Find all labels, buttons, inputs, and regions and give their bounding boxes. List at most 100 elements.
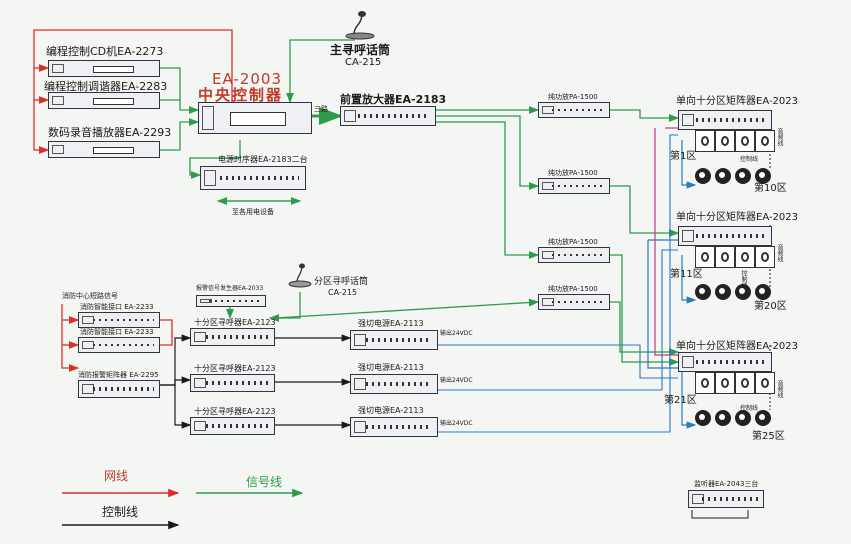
horn-speaker-icon bbox=[695, 168, 711, 184]
horn-speaker-icon bbox=[755, 168, 771, 184]
signal-wire bbox=[610, 109, 680, 122]
psu-label: 强切电源EA-2113 bbox=[358, 319, 424, 328]
amp-device bbox=[538, 294, 610, 310]
horn-speaker-icon bbox=[695, 410, 711, 426]
monitor-device bbox=[688, 490, 764, 508]
control-line-vlabel: 控制线 bbox=[740, 270, 747, 288]
psu-label: 强切电源EA-2113 bbox=[358, 406, 424, 415]
amp-label: 纯功放PA-1500 bbox=[548, 285, 598, 293]
zone-wire bbox=[681, 255, 697, 304]
signal-wire bbox=[436, 121, 540, 259]
speaker-cluster bbox=[695, 130, 775, 200]
speaker-cluster bbox=[695, 246, 775, 316]
recorder-device bbox=[48, 141, 160, 158]
psu-output-label: 输出24VDC bbox=[440, 420, 473, 427]
matrix-label: 单向十分区矩阵器EA-2023 bbox=[676, 341, 798, 352]
pager-device bbox=[190, 417, 275, 435]
power-wire bbox=[438, 344, 678, 379]
matrix-label: 单向十分区矩阵器EA-2023 bbox=[676, 96, 798, 107]
signal-wire bbox=[610, 185, 680, 237]
signal-wire bbox=[268, 292, 301, 322]
matrix-label: 单向十分区矩阵器EA-2023 bbox=[676, 212, 798, 223]
signal-wire bbox=[160, 118, 200, 151]
horn-speaker-icon bbox=[735, 410, 751, 426]
psu-output-label: 输出24VDC bbox=[440, 377, 473, 384]
monitor-bracket bbox=[691, 510, 749, 519]
signal-line-vlabel: 音频线 bbox=[776, 128, 783, 146]
control-wire bbox=[647, 240, 678, 369]
psu-label: 强切电源EA-2113 bbox=[358, 363, 424, 372]
network-wire bbox=[33, 100, 50, 154]
power-wire bbox=[438, 134, 678, 433]
source-cd-label: 编程控制CD机EA-2273 bbox=[46, 45, 164, 58]
cd-player-device bbox=[48, 60, 160, 77]
zone-label: 第1区 bbox=[670, 151, 697, 162]
fire-center-label: 消防中心短路信号 bbox=[62, 292, 118, 300]
zone-mic-icon bbox=[288, 263, 312, 288]
fire-matrix-device bbox=[78, 380, 160, 398]
alarm-generator-label: 报警信号发生器EA-2033 bbox=[196, 285, 264, 292]
zone-label: 第25区 bbox=[752, 431, 785, 442]
signal-line-vlabel: 音频线 bbox=[776, 380, 783, 398]
amp-device bbox=[538, 247, 610, 263]
horn-speaker-icon bbox=[735, 284, 751, 300]
legend-network-label: 网线 bbox=[104, 469, 129, 483]
horn-speaker-icon bbox=[735, 168, 751, 184]
legend-control-label: 控制线 bbox=[102, 505, 139, 519]
zone-mic-name: 分区寻呼话筒 bbox=[314, 277, 369, 287]
to-devices-label: 至各用电设备 bbox=[232, 208, 274, 216]
box-speaker-icon bbox=[715, 372, 735, 394]
sequencer-label: 电源时序器EA-2183二台 bbox=[218, 155, 308, 164]
zone-label: 第11区 bbox=[670, 269, 703, 280]
box-speaker-icon bbox=[695, 372, 715, 394]
power-sequencer-device bbox=[200, 166, 306, 190]
matrix-device bbox=[678, 226, 772, 246]
signal-wire bbox=[286, 39, 355, 104]
preamp-label: 前置放大器EA-2183 bbox=[340, 93, 447, 106]
preamp-device bbox=[340, 106, 436, 126]
pager-device bbox=[190, 328, 275, 346]
amp-label: 纯功放PA-1500 bbox=[548, 169, 598, 177]
tuner-device bbox=[48, 92, 160, 109]
amp-device bbox=[538, 178, 610, 194]
control-wire bbox=[174, 385, 192, 429]
signal-wire bbox=[274, 298, 540, 319]
title-model: EA-2003 bbox=[212, 70, 282, 88]
main-mic-name: 主寻呼话筒 bbox=[330, 43, 391, 57]
box-speaker-icon bbox=[755, 130, 775, 152]
control-line-vlabel: 控制线 bbox=[740, 156, 759, 163]
horn-speaker-icon bbox=[695, 284, 711, 300]
zone-label: 第10区 bbox=[754, 183, 787, 194]
network-wire bbox=[61, 304, 80, 372]
control-wire bbox=[160, 334, 192, 386]
signal-wire bbox=[436, 115, 540, 190]
box-speaker-icon bbox=[735, 130, 755, 152]
psu-device bbox=[350, 374, 438, 394]
pager-device bbox=[190, 374, 275, 392]
zone-label: 第21区 bbox=[664, 395, 697, 406]
fire-iface-label: 消防智能接口 EA-2233 bbox=[80, 303, 154, 311]
zone-label: 第20区 bbox=[754, 301, 787, 312]
box-speaker-icon bbox=[715, 246, 735, 268]
network-wire bbox=[160, 319, 173, 346]
horn-speaker-icon bbox=[715, 168, 731, 184]
matrix-device bbox=[678, 352, 772, 372]
source-tuner-label: 编程控制调谐器EA-2283 bbox=[44, 80, 168, 93]
pager-label: 十分区寻呼器EA-2123 bbox=[194, 318, 276, 327]
alarm-generator-device bbox=[196, 295, 266, 307]
zone-mic-model: CA-215 bbox=[328, 288, 358, 297]
source-recorder-label: 数码录音播放器EA-2293 bbox=[48, 126, 172, 139]
pager-label: 十分区寻呼器EA-2123 bbox=[194, 407, 276, 416]
horn-speaker-icon bbox=[755, 284, 771, 300]
box-speaker-icon bbox=[755, 372, 775, 394]
pager-label: 十分区寻呼器EA-2123 bbox=[194, 364, 276, 373]
monitor-label: 监听器EA-2043三台 bbox=[694, 480, 759, 488]
control-wire bbox=[654, 128, 678, 356]
signal-line-vlabel: 音频线 bbox=[776, 244, 783, 262]
signal-wire bbox=[189, 140, 241, 179]
psu-device bbox=[350, 417, 438, 437]
legend-signal-label: 信号线 bbox=[246, 475, 283, 489]
title-name: 中央控制器 bbox=[198, 86, 284, 104]
box-speaker-icon bbox=[715, 130, 735, 152]
